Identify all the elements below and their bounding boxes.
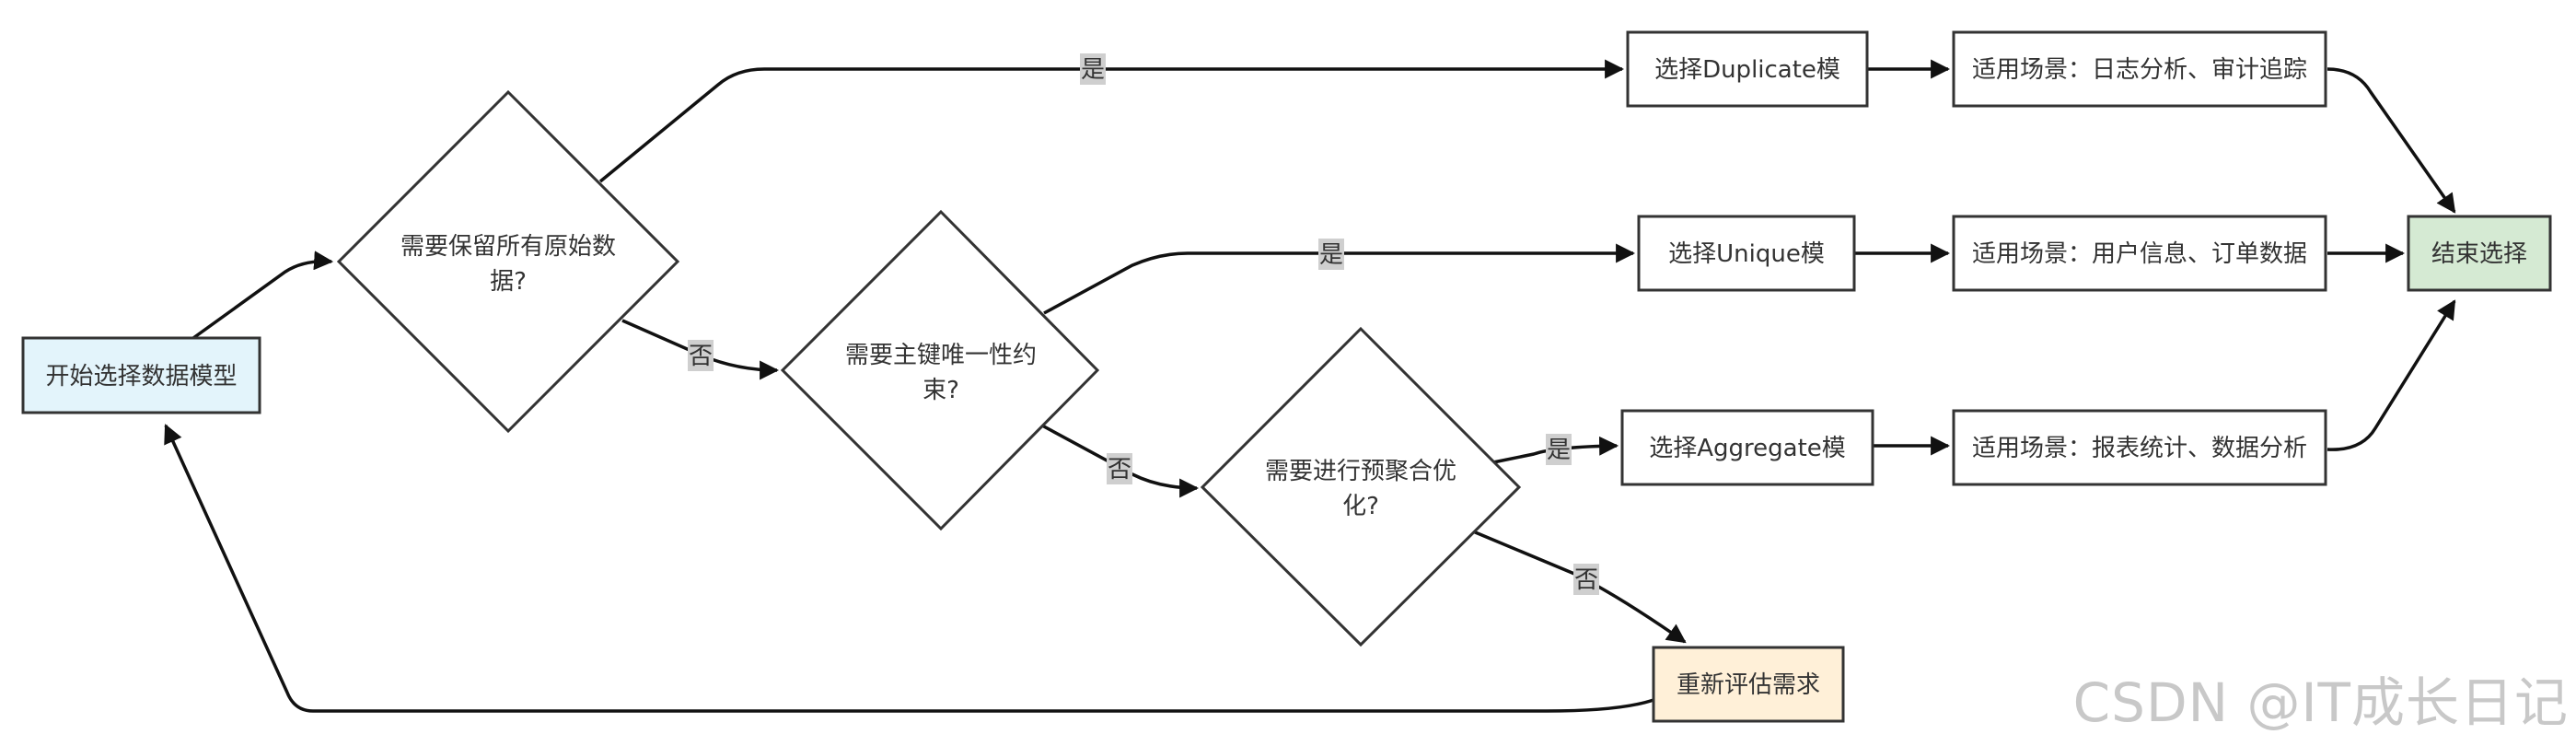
node-scene-agg: 适用场景：报表统计、数据分析 [1952, 409, 2327, 486]
node-reeval: 重新评估需求 [1652, 646, 1845, 723]
edge-scene-dup-to-end [2327, 67, 2456, 214]
q2-label-line2: 束? [922, 377, 959, 404]
q3-label-line2: 化? [1342, 493, 1379, 520]
decision-q3: 需要进行预聚合优 化? [1200, 326, 1522, 647]
edge-labels: 是 否 是 否 是 否 [688, 53, 1599, 595]
start-label: 开始选择数据模型 [45, 363, 237, 390]
label-q2-yes: 是 [1318, 239, 1344, 270]
scene-agg-label: 适用场景：报表统计、数据分析 [1972, 435, 2307, 462]
scene-uniq-label: 适用场景：用户信息、订单数据 [1972, 240, 2307, 268]
svg-text:是: 是 [1547, 437, 1571, 464]
label-q1-no: 否 [688, 340, 714, 371]
node-scene-dup: 适用场景：日志分析、审计追踪 [1952, 30, 2327, 108]
agg-label: 选择Aggregate模 [1649, 435, 1846, 462]
node-start: 开始选择数据模型 [21, 336, 261, 414]
node-scene-uniq: 适用场景：用户信息、订单数据 [1952, 215, 2327, 292]
svg-text:否: 否 [1108, 456, 1131, 484]
node-uniq: 选择Unique模 [1637, 215, 1856, 292]
svg-text:是: 是 [1081, 56, 1105, 84]
svg-text:否: 否 [1574, 566, 1598, 594]
q3-label-line1: 需要进行预聚合优 [1265, 458, 1456, 485]
q2-label-line1: 需要主键唯一性约 [845, 342, 1037, 369]
decision-q1: 需要保留所有原始数 据? [336, 89, 680, 434]
label-q1-yes: 是 [1080, 53, 1106, 85]
edges [164, 59, 2456, 713]
svg-text:否: 否 [689, 343, 713, 370]
scene-dup-label: 适用场景：日志分析、审计追踪 [1972, 56, 2307, 84]
edge-q1-yes-to-dup [598, 59, 1625, 183]
watermark: CSDN @IT成长日记 [2072, 671, 2569, 734]
edge-start-to-q1 [191, 251, 334, 340]
node-dup: 选择Duplicate模 [1626, 30, 1869, 108]
edge-scene-agg-to-end [2327, 299, 2456, 451]
node-agg: 选择Aggregate模 [1620, 409, 1874, 486]
uniq-label: 选择Unique模 [1668, 240, 1825, 268]
svg-text:是: 是 [1319, 241, 1343, 269]
label-q2-no: 否 [1107, 453, 1132, 484]
end-label: 结束选择 [2431, 240, 2527, 268]
start-box [21, 336, 261, 414]
q1-label-line1: 需要保留所有原始数 [400, 233, 616, 261]
edge-reeval-to-start [164, 424, 1654, 713]
edge-q2-no-to-q3 [1041, 424, 1200, 498]
edge-q2-yes-to-uniq [1043, 243, 1636, 315]
node-end: 结束选择 [2407, 215, 2552, 292]
reeval-label: 重新评估需求 [1677, 671, 1820, 699]
decision-q2: 需要主键唯一性约 束? [780, 209, 1100, 531]
dup-label: 选择Duplicate模 [1654, 56, 1840, 84]
label-q3-yes: 是 [1546, 434, 1572, 465]
q1-label-line2: 据? [490, 268, 527, 296]
label-q3-no: 否 [1573, 564, 1599, 595]
